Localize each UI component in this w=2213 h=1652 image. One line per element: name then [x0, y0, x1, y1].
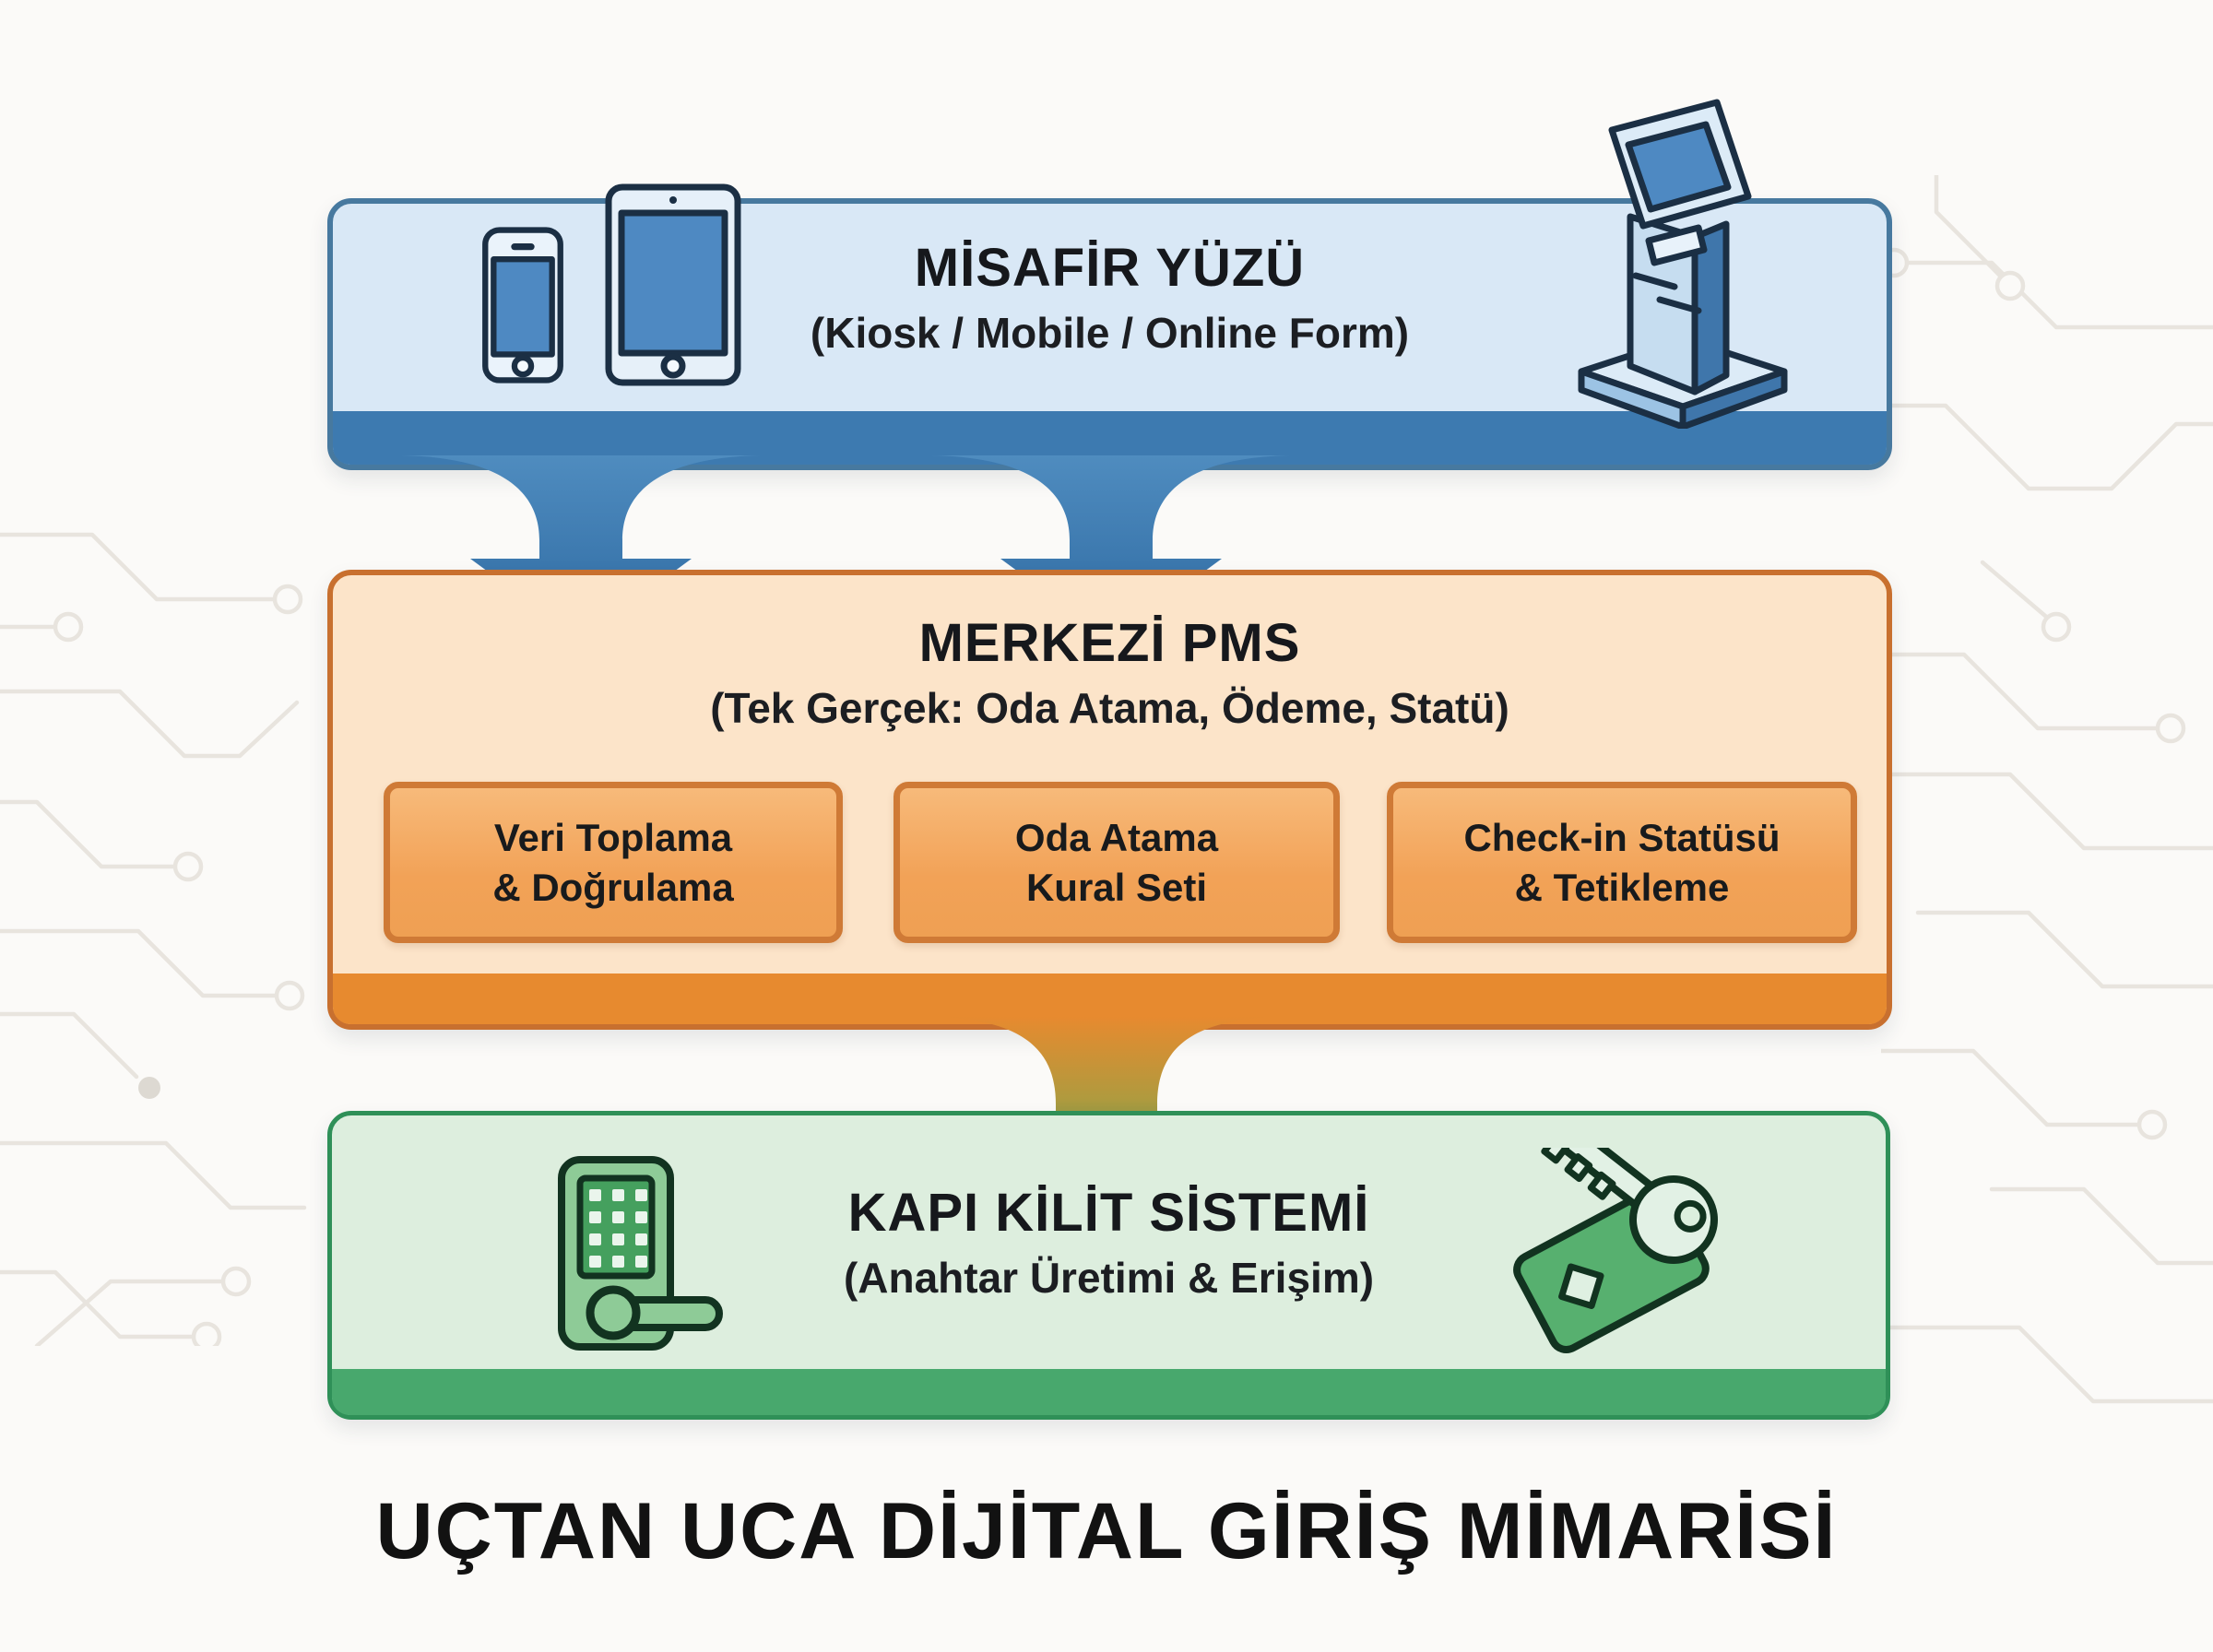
- pms-module-label: Oda Atama Kural Seti: [1014, 815, 1219, 909]
- lock-layer-subtitle: (Anahtar Üretimi & Erişim): [843, 1254, 1375, 1302]
- key-card-icon: [1513, 1148, 1718, 1353]
- door-lock-icon: [558, 1156, 723, 1351]
- tablet-icon: [605, 183, 741, 386]
- page-title: UÇTAN UCA DİJİTAL GİRİŞ MİMARİSİ: [375, 1487, 1838, 1575]
- pms-module-checkin-status: Check-in Statüsü & Tetikleme: [1387, 782, 1857, 943]
- pms-layer-title: MERKEZİ PMS: [918, 613, 1301, 673]
- lock-layer-title: KAPI KİLİT SİSTEMİ: [847, 1183, 1370, 1243]
- arrow-down-icon: [931, 455, 1291, 640]
- arrow-down-icon: [931, 1017, 1282, 1198]
- circuit-decoration-left: [0, 532, 307, 1346]
- arrow-down-icon: [401, 455, 761, 640]
- pms-layer-subtitle: (Tek Gerçek: Oda Atama, Ödeme, Statü): [710, 684, 1509, 732]
- guest-to-pms-arrows: [401, 455, 1291, 640]
- kiosk-icon: [1578, 99, 1788, 429]
- pms-module-data-collection: Veri Toplama & Doğrulama: [384, 782, 843, 943]
- circuit-decoration-right: [1881, 175, 2213, 1404]
- pms-module-room-assignment: Oda Atama Kural Seti: [893, 782, 1340, 943]
- pms-layer-box: MERKEZİ PMS (Tek Gerçek: Oda Atama, Ödem…: [327, 570, 1892, 1030]
- guest-layer-title: MİSAFİR YÜZÜ: [914, 238, 1306, 298]
- pms-module-label: Check-in Statüsü & Tetikleme: [1463, 815, 1781, 909]
- pms-layer-bottom-band: [333, 974, 1887, 1024]
- smartphone-icon: [482, 227, 563, 384]
- guest-layer-subtitle: (Kiosk / Mobile / Online Form): [810, 309, 1410, 357]
- lock-layer-bottom-band: [332, 1369, 1886, 1415]
- pms-to-lock-arrow: [931, 1017, 1282, 1198]
- pms-module-label: Veri Toplama & Doğrulama: [492, 815, 734, 909]
